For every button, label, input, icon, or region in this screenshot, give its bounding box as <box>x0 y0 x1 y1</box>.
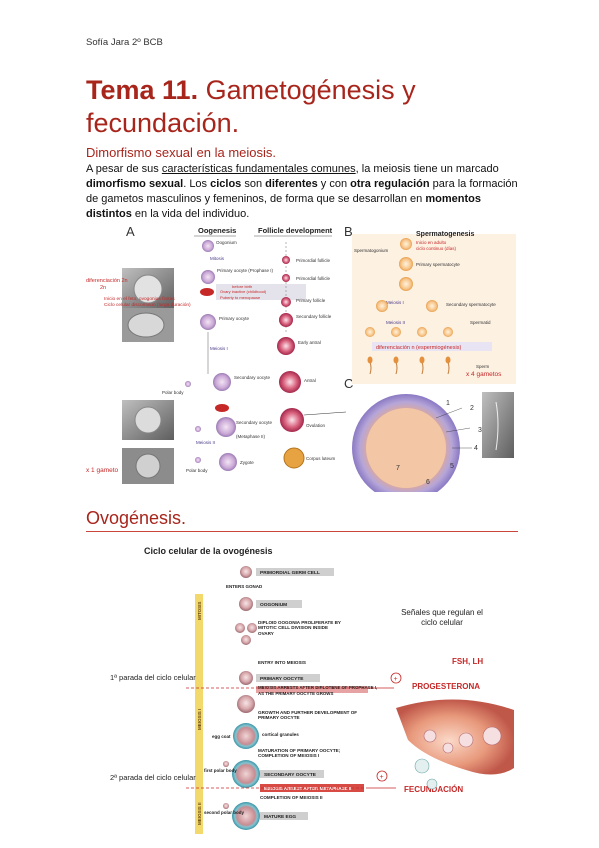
stop1-label: 1ª parada del ciclo celular <box>110 673 196 682</box>
spermatogenesis-header: Spermatogenesis <box>416 231 474 238</box>
svg-text:diferenciación n (espermiogéne: diferenciación n (espermiogénesis) <box>376 345 461 351</box>
svg-text:Zygote: Zygote <box>240 460 254 465</box>
svg-text:Primary oocyte: Primary oocyte <box>219 316 250 321</box>
oogenesis-cycle-figure: Ciclo celular de la ovogénesis MITOSIS M… <box>110 546 514 834</box>
svg-text:COMPLETION OF MEIOSIS II: COMPLETION OF MEIOSIS II <box>260 795 323 800</box>
svg-text:ciclo continuo (días): ciclo continuo (días) <box>416 246 457 251</box>
svg-text:1: 1 <box>446 400 450 407</box>
svg-text:Antral: Antral <box>304 378 316 383</box>
svg-text:Ovary inactive (childhood): Ovary inactive (childhood) <box>220 289 267 294</box>
figure2-title: Ciclo celular de la ovogénesis <box>144 546 273 556</box>
svg-text:Spermatogonium: Spermatogonium <box>354 248 389 253</box>
svg-text:MEIOSIS ARREST AFTER METAPHASE: MEIOSIS ARREST AFTER METAPHASE II <box>264 786 351 791</box>
ovary-illustration <box>396 699 514 775</box>
meiosis1-band-label: MEIOSIS I <box>197 709 202 730</box>
svg-text:Primordial follicle: Primordial follicle <box>296 258 331 263</box>
svg-text:Primary oocyte (Prophase I): Primary oocyte (Prophase I) <box>217 268 274 273</box>
svg-text:egg coat: egg coat <box>212 734 231 739</box>
svg-text:Ovulation: Ovulation <box>306 423 326 428</box>
svg-text:Secondary oocyte: Secondary oocyte <box>234 375 271 380</box>
svg-text:6: 6 <box>426 479 430 486</box>
svg-text:Primordial follicle: Primordial follicle <box>296 276 331 281</box>
svg-text:3: 3 <box>478 427 482 434</box>
svg-text:first polar body: first polar body <box>204 768 237 773</box>
title-number: Tema 11. <box>86 75 199 105</box>
svg-text:Early antral: Early antral <box>298 340 321 345</box>
svg-text:SECONDARY OOCYTE: SECONDARY OOCYTE <box>264 772 317 778</box>
red-x1-gameto: x 1 gameto <box>86 467 119 474</box>
fsh-lh-label: FSH, LH <box>452 657 483 666</box>
svg-text:Inicio en adulto: Inicio en adulto <box>416 240 447 245</box>
red-diferenciacion-2n: diferenciación 2n <box>86 278 128 284</box>
svg-text:second polar body: second polar body <box>204 810 245 815</box>
panel-a-label: A <box>126 224 135 239</box>
svg-text:5: 5 <box>450 463 454 470</box>
panel-c-label: C <box>344 376 353 391</box>
fecundacion-label: FECUNDACIÓN <box>404 785 463 794</box>
gametogenesis-figure: A B C Oogenesis Follicle development dif… <box>86 224 516 492</box>
svg-text:Corpus luteum: Corpus luteum <box>306 456 336 461</box>
page-title: Tema 11. Gametogénesis y fecundación. <box>86 74 526 140</box>
svg-text:+: + <box>380 774 384 781</box>
svg-text:MATURE EGG: MATURE EGG <box>264 814 296 820</box>
svg-text:Secondary oocyte: Secondary oocyte <box>236 420 273 425</box>
svg-text:Spermatid: Spermatid <box>470 320 491 325</box>
svg-text:before birth: before birth <box>232 284 252 289</box>
svg-text:Oogonium: Oogonium <box>216 240 237 245</box>
red-ciclo-discontinuo: Ciclo celular discontinuo (larga duració… <box>104 302 191 308</box>
signals-label: Señales que regulan el ciclo celular <box>401 608 483 627</box>
title-text: Gametogénesis y fecundación. <box>86 75 416 138</box>
svg-text:Meiosis I: Meiosis I <box>210 346 228 351</box>
meiosis2-band-label: MEIOSIS II <box>197 802 202 825</box>
svg-text:PRIMORDIAL GERM CELL: PRIMORDIAL GERM CELL <box>260 570 320 576</box>
svg-text:2: 2 <box>470 405 474 412</box>
svg-text:PRIMARY OOCYTE: PRIMARY OOCYTE <box>260 676 304 682</box>
svg-text:cortical granules: cortical granules <box>262 732 299 737</box>
svg-text:Polar body: Polar body <box>162 390 184 395</box>
svg-text:Secondary spermatocyte: Secondary spermatocyte <box>446 302 496 307</box>
svg-text:Primary follicle: Primary follicle <box>296 298 326 303</box>
svg-text:2n: 2n <box>100 285 106 291</box>
section-heading-dimorfismo: Dimorfismo sexual en la meiosis. <box>86 145 277 160</box>
svg-text:ENTERS GONAD: ENTERS GONAD <box>226 584 263 589</box>
red-x4-gametos: x 4 gametos <box>466 371 502 378</box>
svg-text:7: 7 <box>396 465 400 472</box>
svg-text:Puberty to menopause: Puberty to menopause <box>220 295 261 300</box>
oogenesis-header: Oogenesis <box>198 226 236 235</box>
svg-text:(Metaphase II): (Metaphase II) <box>236 434 266 439</box>
svg-text:4: 4 <box>474 445 478 452</box>
progesterona-label: PROGESTERONA <box>412 682 480 691</box>
svg-text:Sperm: Sperm <box>476 364 490 369</box>
red-inicio-feto: Inicio en el feto, ovogonias finitas <box>104 296 175 302</box>
svg-text:Secondary follicle: Secondary follicle <box>296 314 332 319</box>
section-heading-ovogenesis: Ovogénesis. <box>86 508 187 528</box>
svg-text:Primary spermatocyte: Primary spermatocyte <box>416 262 460 267</box>
stop2-label: 2ª parada del ciclo celular <box>110 773 196 782</box>
mitosis-band-label: MITOSIS <box>197 602 202 620</box>
follicle-header: Follicle development <box>258 226 333 235</box>
svg-text:OOGONIUM: OOGONIUM <box>260 602 287 608</box>
section-divider <box>86 531 518 532</box>
author-header: Sofía Jara 2º BCB <box>86 37 163 48</box>
svg-text:Polar body: Polar body <box>186 468 208 473</box>
svg-text:ENTRY INTO MEIOSIS: ENTRY INTO MEIOSIS <box>258 660 306 665</box>
section-paragraph: A pesar de sus características fundament… <box>86 163 518 220</box>
svg-text:Meiosis I: Meiosis I <box>386 300 404 305</box>
panel-b-label: B <box>344 224 353 239</box>
svg-text:Mitosis: Mitosis <box>210 256 225 261</box>
svg-text:Meiosis II: Meiosis II <box>196 440 215 445</box>
svg-text:Meiosis II: Meiosis II <box>386 320 405 325</box>
svg-text:+: + <box>394 676 398 683</box>
